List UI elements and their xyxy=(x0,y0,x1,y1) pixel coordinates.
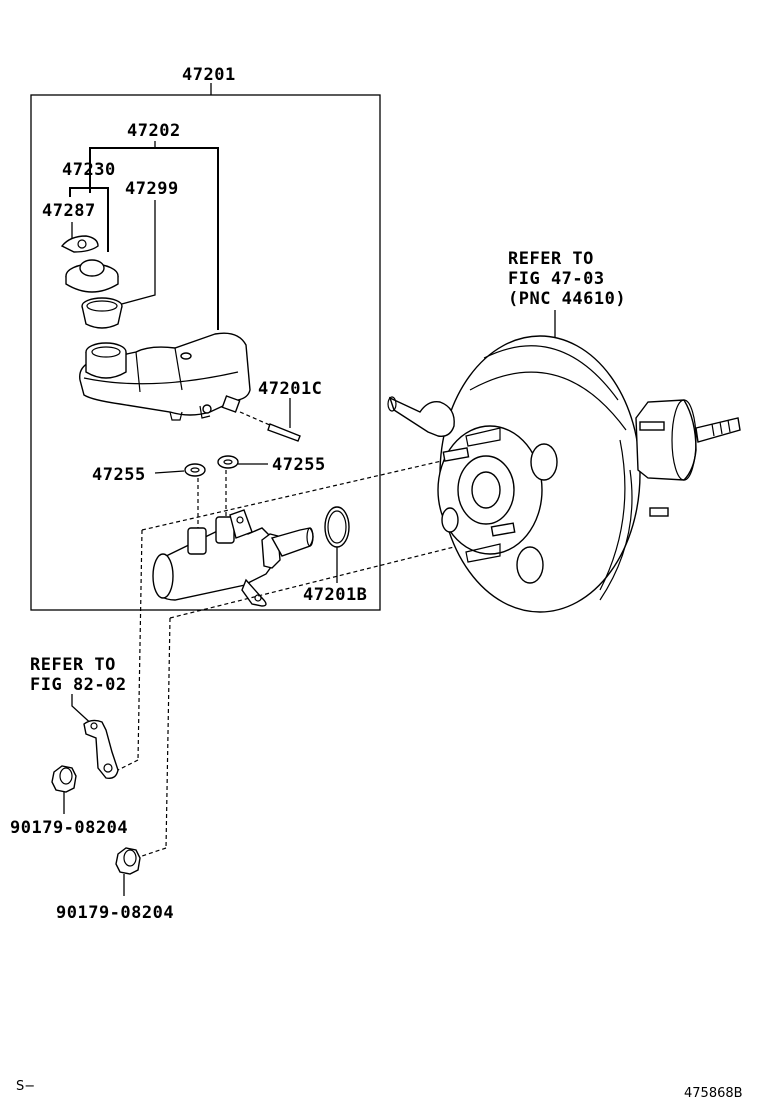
nut-lower xyxy=(115,847,141,896)
mounting-bracket xyxy=(83,719,119,780)
label-47255-right[interactable]: 47255 xyxy=(272,455,326,475)
strainer-part xyxy=(81,297,123,329)
corner-code-right: 475868B xyxy=(684,1086,743,1101)
label-47230[interactable]: 47230 xyxy=(62,160,116,180)
bracket-ref-line1[interactable]: REFER TO xyxy=(30,655,116,675)
label-47201C[interactable]: 47201C xyxy=(258,379,322,399)
clip-part xyxy=(60,235,99,253)
label-47201[interactable]: 47201 xyxy=(182,65,236,85)
label-90179-upper[interactable]: 90179-08204 xyxy=(10,818,128,838)
label-47287[interactable]: 47287 xyxy=(42,201,96,221)
label-47255-left[interactable]: 47255 xyxy=(92,465,146,485)
assembly-frame xyxy=(30,94,381,611)
grommet-left xyxy=(184,463,206,477)
reservoir-cap xyxy=(65,259,119,293)
booster-ref-line2[interactable]: FIG 47-03 xyxy=(508,269,605,289)
nut-upper xyxy=(51,765,77,814)
label-47299[interactable]: 47299 xyxy=(125,179,179,199)
bracket-ref-line2[interactable]: FIG 82-02 xyxy=(30,675,127,695)
booster-ref-line1[interactable]: REFER TO xyxy=(508,249,594,269)
reservoir-tank xyxy=(79,332,251,421)
brake-booster xyxy=(387,335,741,613)
pin-part xyxy=(221,395,301,442)
label-47202[interactable]: 47202 xyxy=(127,121,181,141)
label-90179-lower[interactable]: 90179-08204 xyxy=(56,903,174,923)
master-cylinder-body xyxy=(152,509,314,607)
booster-ref-line3[interactable]: (PNC 44610) xyxy=(508,289,626,309)
grommet-right xyxy=(217,455,239,469)
corner-code-left: S− xyxy=(16,1079,35,1094)
label-47201B[interactable]: 47201B xyxy=(303,585,367,605)
